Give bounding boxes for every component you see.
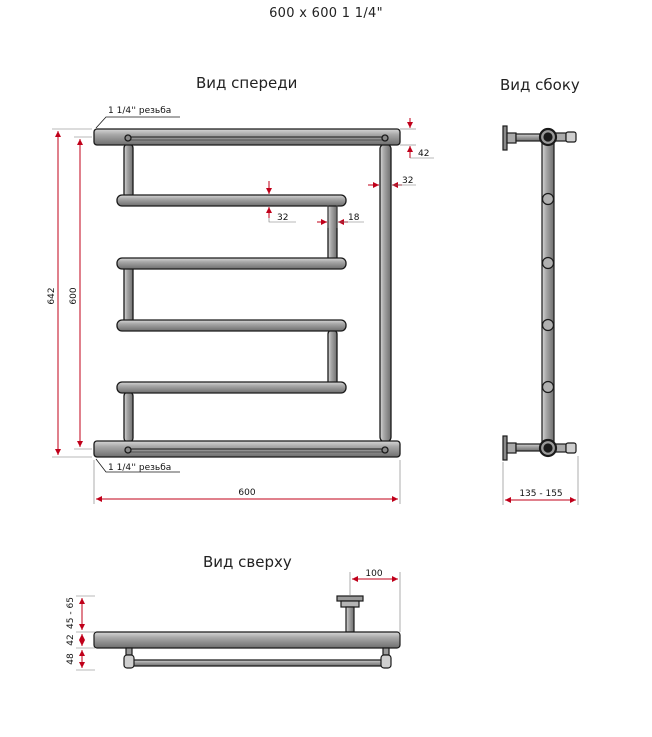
dim-642: 642 (47, 287, 57, 304)
dimension-18 (317, 205, 364, 228)
side-rung-end (541, 192, 555, 206)
thread-label-top: 1 1/4'' резьба (108, 106, 171, 116)
dimension-600-horizontal (93, 460, 401, 504)
top-collector-plan (93, 631, 401, 649)
side-vertical-pipe (541, 136, 555, 450)
rung (116, 257, 347, 270)
dimension-42 (400, 118, 434, 159)
dimension-135-155 (502, 456, 579, 505)
side-rung-end (541, 256, 555, 270)
rung (116, 319, 347, 332)
side-rung-end (541, 318, 555, 332)
top-rail-plan (127, 659, 390, 667)
connector-pipe (123, 143, 134, 199)
vertical-riser (379, 143, 392, 443)
connector-pipe (123, 263, 134, 327)
front-view-title: Вид спереди (196, 74, 298, 92)
dim-600-horizontal: 600 (238, 488, 255, 498)
dimension-lines-left (52, 128, 92, 458)
thread-labels (95, 116, 180, 473)
dim-135-155: 135 - 155 (519, 489, 562, 499)
top-wall-plate (336, 595, 364, 602)
front-view (93, 128, 401, 458)
dim-18: 18 (348, 213, 360, 223)
dimension-top-left (76, 595, 95, 671)
top-view (93, 595, 401, 669)
rung (116, 381, 347, 394)
side-view-title: Вид сбоку (500, 76, 580, 94)
dim-600-vertical: 600 (69, 287, 79, 304)
drawing-title: 600 x 600 1 1/4" (269, 6, 383, 21)
wall-mount-bottom (502, 435, 508, 461)
dim-45-65: 45 - 65 (66, 597, 76, 629)
dim-42: 42 (418, 149, 429, 159)
dim-48: 48 (66, 653, 76, 665)
connector-pipe (327, 202, 338, 264)
dim-42-top: 42 (66, 634, 76, 645)
dim-100: 100 (365, 569, 382, 579)
rung (116, 194, 347, 207)
wall-mount-top (502, 125, 508, 151)
side-rung-end (541, 380, 555, 394)
connector-pipe (123, 391, 134, 443)
connector-pipe (327, 329, 338, 387)
dim-32-rung: 32 (277, 213, 288, 223)
top-view-title: Вид сверху (203, 553, 292, 571)
dimension-32-rung (266, 181, 296, 223)
side-view (502, 125, 577, 461)
thread-label-bottom: 1 1/4'' резьба (108, 463, 171, 473)
dimension-100 (349, 572, 401, 632)
dim-32-riser: 32 (402, 176, 413, 186)
